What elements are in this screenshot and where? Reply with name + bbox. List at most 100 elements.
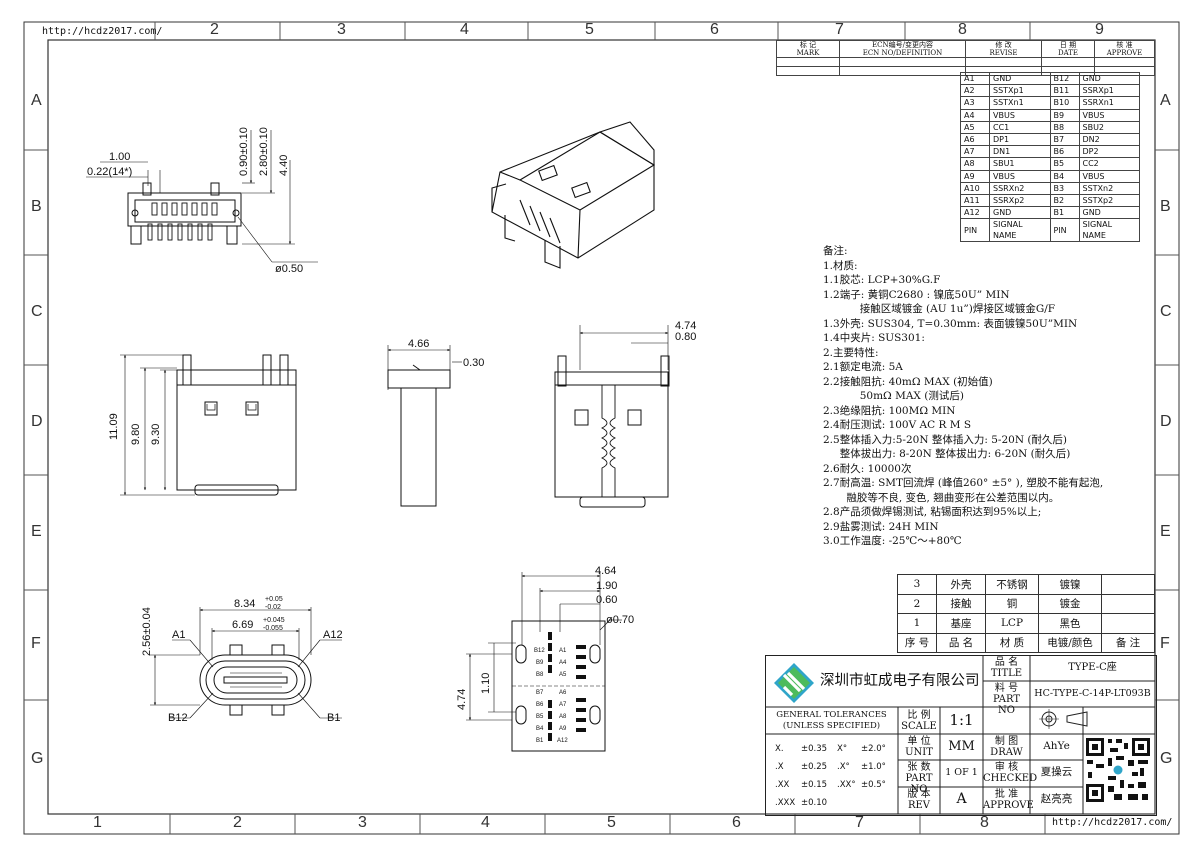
note-line: 2.9盐雾测试: 24H MIN xyxy=(823,520,939,533)
zone-bottom-2: 2 xyxy=(233,814,242,831)
zone-row-g-right: G xyxy=(1160,750,1173,767)
fp-pin-a7: A7 xyxy=(559,702,567,708)
isometric-view xyxy=(491,121,656,269)
note-line: 2.5整体插入力:5-20N 整体插入力: 5-20N (耐久后) xyxy=(823,433,1068,446)
fp-pin-b6: B6 xyxy=(536,702,544,708)
projection-symbol-icon xyxy=(1039,709,1088,729)
dim-0-60: 0.60 xyxy=(596,594,617,606)
side-view xyxy=(387,345,462,507)
dim-6-69-lower-tol: -0.055 xyxy=(263,625,283,632)
rev-value: A xyxy=(956,791,967,807)
title-block xyxy=(765,655,1157,816)
fp-pin-b7: B7 xyxy=(536,690,544,696)
tolerance-cell: ±2.0° xyxy=(861,744,886,754)
dim-4-74-footprint: 4.74 xyxy=(456,689,468,710)
label-b12: B12 xyxy=(168,712,188,724)
rev-date: 日 期 xyxy=(1059,41,1077,49)
scale-value: 1:1 xyxy=(949,711,974,729)
material-cell: LCP xyxy=(985,613,1039,634)
footprint-view xyxy=(466,572,622,752)
zone-top-9: 9 xyxy=(1095,21,1104,38)
zone-bottom-1: 1 xyxy=(93,814,102,831)
material-cell: 材 质 xyxy=(985,632,1039,653)
dim-1-90: 1.90 xyxy=(596,580,617,592)
fp-pin-b12: B12 xyxy=(534,648,545,654)
tolerance-cell: ±0.10 xyxy=(801,798,828,808)
note-line: 50mΩ MAX (测试后) xyxy=(823,390,964,402)
zone-top-4: 4 xyxy=(460,21,469,38)
fp-pin-a1: A1 xyxy=(559,648,567,654)
tolerance-cell: X. xyxy=(775,744,784,754)
fp-pin-b1: B1 xyxy=(536,738,544,744)
dim-6-69: 6.69 xyxy=(232,619,253,631)
part-value: HC-TYPE-C-14P-LT093B xyxy=(1034,688,1151,699)
tolerance-cell: ±0.25 xyxy=(801,762,828,772)
zone-top-7: 7 xyxy=(835,21,844,38)
fp-pin-b4: B4 xyxy=(536,726,544,732)
note-line: 2.8产品须做焊锡测试, 粘锡面积达到95%以上; xyxy=(823,506,1042,518)
material-cell: 电镀/颜色 xyxy=(1038,632,1102,653)
label-a12: A12 xyxy=(323,629,343,641)
company-name: 深圳市虹成电子有限公司 xyxy=(820,673,980,689)
dim-6-69-upper-tol: +0.045 xyxy=(263,617,285,624)
zone-row-a-right: A xyxy=(1160,92,1171,109)
note-line: 2.4耐压测试: 100V AC R M S xyxy=(823,419,972,431)
dim-0-30: 0.30 xyxy=(463,357,484,369)
back-view xyxy=(554,325,670,508)
qr-code-icon xyxy=(1084,736,1152,804)
rev-mark-en: MARK xyxy=(796,49,820,57)
note-line: 2.1额定电流: 5A xyxy=(823,361,903,373)
tolerance-cell: .X° xyxy=(837,762,850,772)
note-line: 1.4中夹片: SUS301: xyxy=(823,332,925,344)
note-line: 2.7耐高温: SMT回流焊 (峰值260° ±5° ), 塑胶不能有起泡, xyxy=(823,477,1104,489)
note-line: 1.2端子: 黄铜C2680 : 镍底50U” MIN xyxy=(823,288,1010,301)
zone-row-e: E xyxy=(31,523,42,540)
tolerance-cell: .X xyxy=(775,762,784,772)
dim-0-22: 0.22(14*) xyxy=(87,166,132,178)
zone-row-e-right: E xyxy=(1160,523,1171,540)
zone-row-d-right: D xyxy=(1160,413,1172,430)
note-line: 2.2接触阻抗: 40mΩ MAX (初始值) xyxy=(823,375,993,388)
note-line: 备注: xyxy=(823,245,848,257)
note-line: 2.6耐久: 10000次 xyxy=(823,462,912,475)
unit-value: MM xyxy=(948,739,975,754)
dim-0-90: 0.90±0.10 xyxy=(238,127,250,176)
pin-cell: A12 xyxy=(960,206,990,220)
note-line: 1.1胶芯: LCP+30%G.F xyxy=(823,274,941,286)
zone-bottom-7: 7 xyxy=(855,814,864,831)
rev-ecn: ECN编号/变更内容 xyxy=(872,41,933,49)
pin-cell: SIGNAL NAME xyxy=(1078,218,1140,243)
fp-pin-a6: A6 xyxy=(559,690,567,696)
fp-pin-a9: A9 xyxy=(559,726,567,732)
dim-2-80: 2.80±0.10 xyxy=(258,127,270,176)
zone-bottom-5: 5 xyxy=(607,814,616,831)
zone-row-d: D xyxy=(31,413,43,430)
title-value: TYPE-C座 xyxy=(1068,662,1117,673)
rev-mark: 标 记 xyxy=(799,41,817,49)
dim-diameter-0-50: ø0.50 xyxy=(275,263,303,275)
label-b1: B1 xyxy=(327,712,340,724)
material-cell: 序 号 xyxy=(897,632,937,653)
pin-cell: B1 xyxy=(1049,206,1080,220)
material-cell: 基座 xyxy=(936,613,986,634)
dim-4-40: 4.40 xyxy=(278,155,290,176)
dim-4-64: 4.64 xyxy=(595,565,616,577)
zone-top-8: 8 xyxy=(958,21,967,38)
note-line: 3.0工作温度: -25℃～+80℃ xyxy=(823,535,962,547)
